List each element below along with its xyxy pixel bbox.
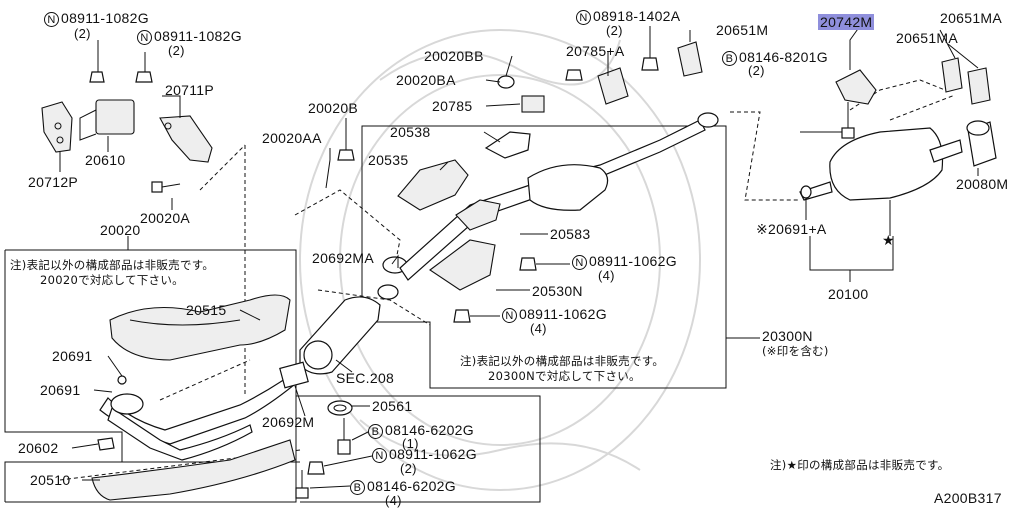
part-code: 08146-6202G	[385, 422, 474, 438]
label-20561[interactable]: 20561	[372, 398, 413, 414]
label-20020BB[interactable]: 20020BB	[424, 48, 484, 64]
b-marker-icon: B	[722, 51, 737, 66]
b-marker-icon: B	[350, 480, 365, 495]
part-code: 08911-1062G	[519, 306, 607, 322]
label-20691A[interactable]: ※20691+A	[756, 221, 827, 237]
label-20020BA[interactable]: 20020BA	[396, 72, 456, 88]
bracket-20610	[79, 71, 153, 141]
qty-08911-1062G-b: (4)	[530, 321, 547, 336]
nuts-center	[325, 149, 537, 323]
label-20785[interactable]: 20785	[432, 98, 473, 114]
note-center-line2: 20300Nで対応して下さい。	[488, 369, 641, 383]
label-20691-a[interactable]: 20691	[52, 348, 93, 364]
bolt-20020A	[151, 181, 181, 193]
qty-08911-1062G-c: (2)	[400, 461, 417, 476]
n-marker-icon: N	[576, 10, 591, 25]
tail-tip-20080M	[966, 120, 997, 167]
label-20651MA-a[interactable]: 20651MA	[940, 10, 1003, 26]
bolts-lower	[295, 418, 351, 499]
label-20515[interactable]: 20515	[186, 302, 227, 318]
label-20651MA-b[interactable]: 20651MA	[896, 30, 959, 46]
center-pipe-assembly	[397, 112, 719, 291]
rear-muffler-20100	[799, 127, 963, 201]
qty-08911-1082G-a: (2)	[74, 26, 91, 41]
label-20020B[interactable]: 20020B	[308, 100, 359, 116]
highlighted-part-20742M[interactable]: 20742M	[818, 14, 875, 30]
bracket-20711P	[159, 115, 213, 163]
watermark-emblem	[299, 29, 701, 491]
part-code: 08911-1062G	[589, 253, 677, 269]
qty-08911-1082G-b: (2)	[168, 43, 185, 58]
qty-08146-6202G-a: (1)	[402, 436, 419, 451]
note-center-line1: 注)表記以外の構成部品は非販売です。	[460, 354, 665, 368]
cover-20510	[91, 439, 296, 501]
qty-08918-1402A: (2)	[606, 23, 623, 38]
part-code: 08146-6202G	[367, 478, 456, 494]
note-left-line1: 注)表記以外の構成部品は非販売です。	[10, 258, 215, 272]
bracket-20712P	[41, 101, 73, 153]
qty-08911-1062G-a: (4)	[598, 268, 615, 283]
note-bottom-right: 注)★印の構成部品は非販売です。	[770, 458, 950, 472]
label-20100[interactable]: 20100	[828, 286, 869, 302]
label-20020[interactable]: 20020	[100, 222, 141, 238]
note-left-line2: 20020で対応して下さい。	[40, 273, 184, 287]
n-marker-icon: N	[372, 448, 387, 463]
part-code: 08918-1402A	[593, 8, 681, 24]
qty-08146-8201G: (2)	[748, 63, 765, 78]
label-20711P[interactable]: 20711P	[165, 82, 215, 98]
label-20651M[interactable]: 20651M	[716, 22, 769, 38]
label-20602[interactable]: 20602	[18, 440, 59, 456]
label-20692MA[interactable]: 20692MA	[312, 250, 375, 266]
assembly-guides	[59, 79, 956, 481]
star-icon: ★	[882, 232, 895, 248]
diagram-id: A200B317	[934, 490, 1002, 506]
label-20691-b[interactable]: 20691	[40, 382, 81, 398]
label-20712P[interactable]: 20712P	[28, 174, 79, 190]
label-20610[interactable]: 20610	[85, 152, 126, 168]
leader-lines	[59, 25, 979, 489]
label-20080M[interactable]: 20080M	[956, 176, 1009, 192]
label-20530N[interactable]: 20530N	[532, 283, 583, 299]
label-sec208[interactable]: SEC.208	[336, 370, 395, 386]
label-20692M[interactable]: 20692M	[262, 414, 315, 430]
n-marker-icon: N	[502, 308, 517, 323]
n-marker-icon: N	[137, 30, 152, 45]
n-marker-icon: N	[572, 255, 587, 270]
gasket-20561	[327, 400, 353, 416]
part-code: 08911-1082G	[61, 10, 149, 26]
catalytic-converter	[279, 256, 408, 389]
label-20020AA[interactable]: 20020AA	[262, 130, 322, 146]
part-code: 08911-1082G	[154, 28, 242, 44]
label-20300N[interactable]: 20300N	[762, 328, 813, 344]
part-code: 08911-1062G	[389, 446, 477, 462]
heat-insulator-20515	[109, 294, 291, 361]
b-marker-icon: B	[368, 424, 383, 439]
qty-08146-6202G-b: (4)	[385, 493, 402, 508]
label-20020A[interactable]: 20020A	[140, 210, 191, 226]
label-20742M[interactable]: 20742M	[818, 14, 875, 30]
label-20538[interactable]: 20538	[390, 124, 431, 140]
part-code: 08146-8201G	[739, 49, 828, 65]
label-20785A[interactable]: 20785+A	[566, 43, 625, 59]
label-20583[interactable]: 20583	[550, 226, 591, 242]
mount-parts-top	[497, 41, 703, 113]
rubber-mounts-20651MA	[941, 57, 991, 105]
hanger-20742M	[835, 69, 877, 139]
n-marker-icon: N	[44, 12, 59, 27]
label-20510[interactable]: 20510	[30, 472, 71, 488]
label-20300N-note: (※印を含む)	[762, 344, 829, 358]
label-20535[interactable]: 20535	[368, 152, 409, 168]
